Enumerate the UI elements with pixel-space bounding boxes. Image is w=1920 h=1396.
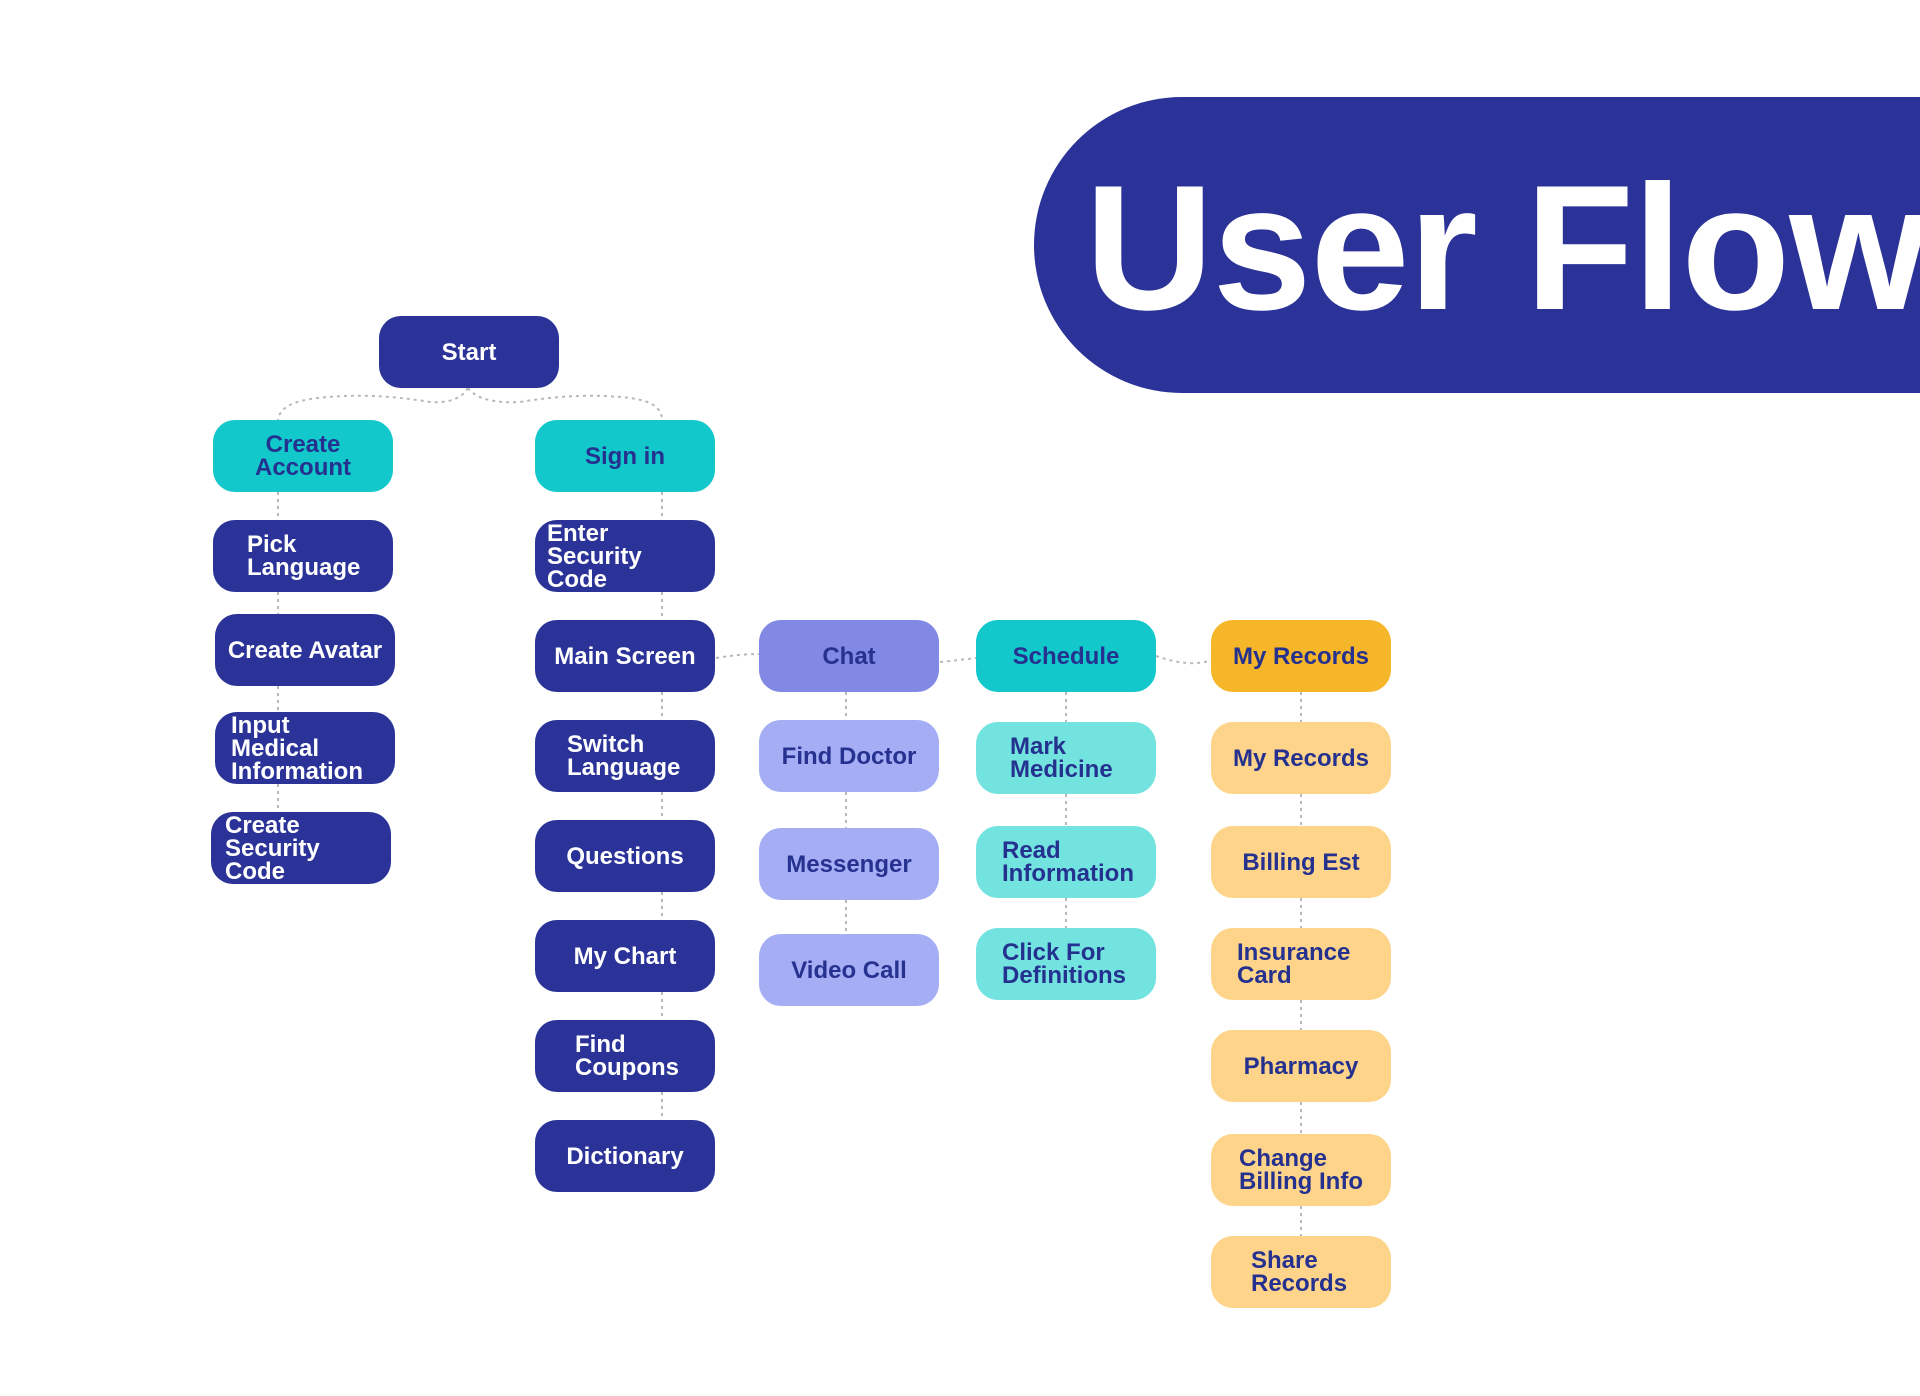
schedule-node[interactable]: Schedule [976, 620, 1156, 692]
title-banner [1034, 97, 1920, 393]
dictionary-node[interactable]: Dictionary [535, 1120, 715, 1192]
main-screen-node[interactable]: Main Screen [535, 620, 715, 692]
create-security-node[interactable]: Create Security Code [211, 812, 391, 884]
chat-label: Chat [822, 642, 876, 670]
find-coupons-node[interactable]: Find Coupons [535, 1020, 715, 1092]
sign-in-node[interactable]: Sign in [535, 420, 715, 492]
schedule-label: Schedule [1012, 642, 1120, 670]
share-records-label: Share Records [1251, 1247, 1348, 1297]
pick-language-node[interactable]: Pick Language [213, 520, 393, 592]
billing-est-label: Billing Est [1242, 848, 1360, 876]
create-account-label: Create Account [255, 431, 351, 481]
video-call-label: Video Call [791, 956, 907, 984]
messenger-node[interactable]: Messenger [759, 828, 939, 900]
find-coupons-label: Find Coupons [575, 1031, 679, 1081]
enter-security-node[interactable]: Enter Security Code [535, 520, 715, 592]
video-call-node[interactable]: Video Call [759, 934, 939, 1006]
switch-language-node[interactable]: Switch Language [535, 720, 715, 792]
find-doctor-node[interactable]: Find Doctor [759, 720, 939, 792]
input-medical-label: Input Medical Information [231, 711, 363, 785]
chat-node[interactable]: Chat [759, 620, 939, 692]
messenger-label: Messenger [786, 850, 912, 878]
start-node-label: Start [441, 338, 497, 366]
click-definitions-node[interactable]: Click For Definitions [976, 928, 1156, 1000]
sign-in-label: Sign in [585, 442, 665, 470]
dictionary-label: Dictionary [566, 1142, 684, 1170]
my-chart-node[interactable]: My Chart [535, 920, 715, 992]
read-information-node[interactable]: Read Information [976, 826, 1156, 898]
find-doctor-label: Find Doctor [781, 742, 917, 770]
page-title: User Flow [1085, 148, 1920, 347]
click-definitions-label: Click For Definitions [1002, 939, 1126, 989]
insurance-card-node[interactable]: Insurance Card [1211, 928, 1391, 1000]
insurance-card-label: Insurance Card [1237, 939, 1351, 989]
questions-node[interactable]: Questions [535, 820, 715, 892]
create-account-node[interactable]: Create Account [213, 420, 393, 492]
main-screen-label: Main Screen [554, 642, 696, 670]
my-records-node[interactable]: My Records [1211, 620, 1391, 692]
pharmacy-node[interactable]: Pharmacy [1211, 1030, 1391, 1102]
change-billing-node[interactable]: Change Billing Info [1211, 1134, 1391, 1206]
switch-language-label: Switch Language [567, 731, 681, 781]
share-records-node[interactable]: Share Records [1211, 1236, 1391, 1308]
create-avatar-label: Create Avatar [227, 636, 383, 664]
input-medical-node[interactable]: Input Medical Information [215, 712, 395, 784]
mark-medicine-label: Mark Medicine [1010, 733, 1113, 783]
read-information-label: Read Information [1002, 837, 1134, 887]
questions-label: Questions [566, 842, 684, 870]
start-node[interactable]: Start [379, 316, 559, 388]
my-records-label: My Records [1232, 642, 1370, 670]
change-billing-label: Change Billing Info [1239, 1145, 1363, 1195]
mark-medicine-node[interactable]: Mark Medicine [976, 722, 1156, 794]
my-chart-label: My Chart [573, 942, 677, 970]
pharmacy-label: Pharmacy [1243, 1052, 1359, 1080]
my-records-sub-node[interactable]: My Records [1211, 722, 1391, 794]
my-records-sub-label: My Records [1232, 744, 1370, 772]
pick-language-label: Pick Language [247, 531, 361, 581]
create-security-label: Create Security Code [225, 811, 320, 885]
billing-est-node[interactable]: Billing Est [1211, 826, 1391, 898]
enter-security-label: Enter Security Code [547, 519, 642, 593]
create-avatar-node[interactable]: Create Avatar [215, 614, 395, 686]
